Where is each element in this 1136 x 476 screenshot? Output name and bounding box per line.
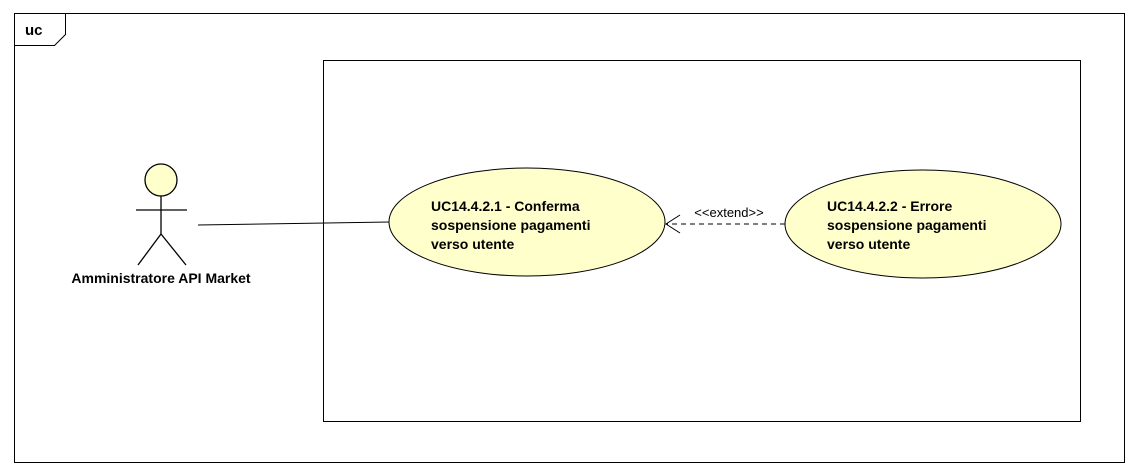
use-case-label-line: sospensione pagamenti — [431, 217, 590, 233]
use-case-label-line: UC14.4.2.2 - Errore — [827, 198, 952, 214]
use-case-label-line: verso utente — [827, 236, 910, 252]
actor-right-leg — [160, 233, 187, 266]
use-case-label-line: verso utente — [431, 236, 514, 252]
extend-arrowhead — [665, 214, 681, 234]
use-case-label-line: UC14.4.2.1 - Conferma — [431, 198, 580, 214]
actor-name: Amministratore API Market — [71, 270, 251, 286]
use-case-ellipse — [388, 167, 666, 277]
frame-tab — [14, 13, 66, 46]
use-case-label: UC14.4.2.2 - Errore sospensione pagament… — [827, 198, 990, 252]
association-line — [197, 221, 391, 226]
extend-label: <<extend>> — [694, 205, 763, 220]
diagram-frame — [14, 13, 1125, 463]
use-case-label-line: sospensione pagamenti — [827, 217, 986, 233]
actor-left-leg — [137, 233, 162, 266]
actor-amministratore[interactable]: Amministratore API Market — [71, 163, 251, 286]
use-case-ellipse — [784, 169, 1062, 279]
use-case-uc14-4-2-1[interactable]: UC14.4.2.1 - Conferma sospensione pagame… — [388, 167, 666, 277]
system-boundary — [323, 60, 1081, 422]
use-case-uc14-4-2-2[interactable]: UC14.4.2.2 - Errore sospensione pagament… — [784, 169, 1062, 279]
frame-label: uc — [25, 22, 43, 39]
use-case-label: UC14.4.2.1 - Conferma sospensione pagame… — [431, 198, 594, 252]
actor-head — [144, 163, 178, 197]
